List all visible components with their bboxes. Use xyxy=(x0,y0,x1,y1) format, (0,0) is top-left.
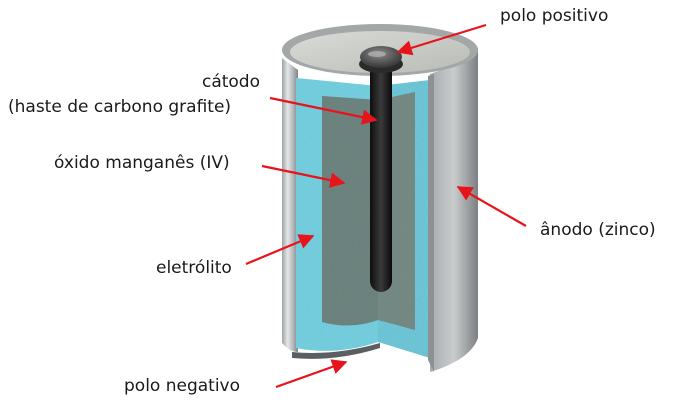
arrow-cathode xyxy=(269,96,378,125)
battery-body xyxy=(282,24,478,372)
label-manganese-oxide: óxido manganês (IV) xyxy=(54,153,230,173)
casing-left-wall xyxy=(282,58,298,352)
label-cathode: cátodo xyxy=(20,72,260,93)
label-negative-pole: polo negativo xyxy=(124,376,241,396)
label-electrolyte: eletrólito xyxy=(156,258,232,278)
zinc-casing-right xyxy=(430,48,478,372)
negative-terminal xyxy=(292,343,380,359)
label-cathode-detail: (haste de carbono grafite) xyxy=(8,97,232,117)
arrow-positive-pole xyxy=(396,23,487,56)
arrow-manganese-oxide xyxy=(261,164,346,188)
label-cathode-line1: cátodo xyxy=(201,72,260,92)
positive-cap xyxy=(360,46,402,68)
arrow-negative-pole xyxy=(275,359,348,389)
arrow-anode xyxy=(456,186,527,227)
manganese-oxide-section xyxy=(322,96,378,326)
positive-cap-highlight xyxy=(368,51,386,57)
label-positive-pole: polo positivo xyxy=(500,6,609,26)
zinc-casing-cut-edge xyxy=(428,74,434,372)
arrow-electrolyte xyxy=(245,234,315,266)
label-anode: ânodo (zinco) xyxy=(540,220,656,240)
graphite-rod xyxy=(370,62,392,292)
arrows xyxy=(245,23,527,389)
